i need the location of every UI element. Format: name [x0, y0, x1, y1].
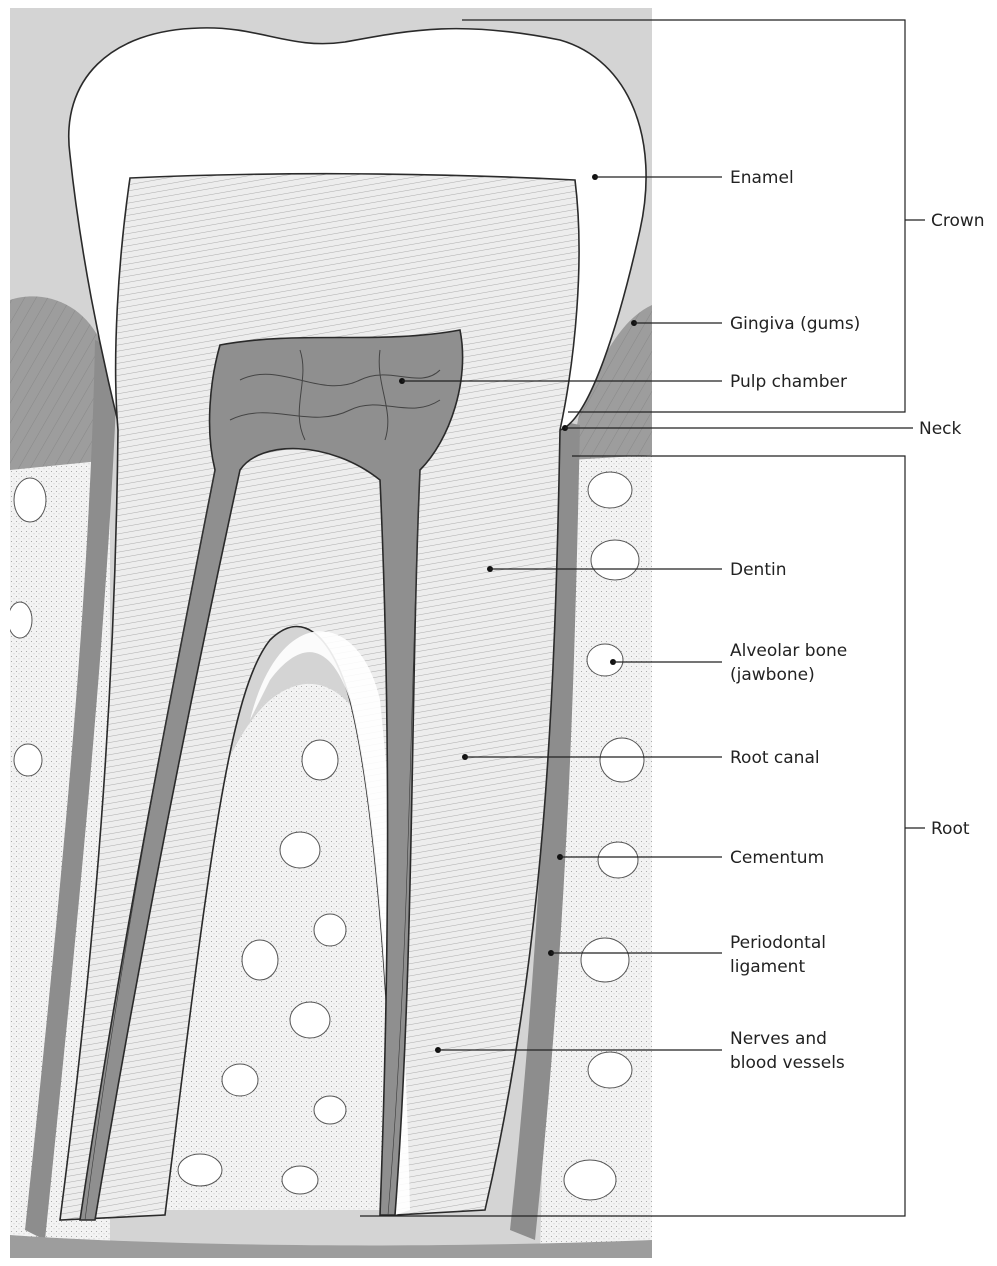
label-alveolar-bone-sub: (jawbone) [730, 665, 815, 685]
label-gingiva: Gingiva (gums) [730, 314, 860, 334]
label-cementum: Cementum [730, 848, 824, 868]
label-alveolar-bone: Alveolar bone [730, 641, 847, 661]
label-periodontal-sub: ligament [730, 957, 805, 977]
label-periodontal: Periodontal [730, 933, 826, 953]
bracket-label-root: Root [931, 819, 970, 839]
label-root-canal: Root canal [730, 748, 820, 768]
label-nerves: Nerves and [730, 1029, 827, 1049]
bracket-label-neck: Neck [919, 419, 962, 439]
labels: Enamel Gingiva (gums) Pulp chamber Denti… [730, 168, 985, 1073]
bracket-label-crown: Crown [931, 211, 985, 231]
label-enamel: Enamel [730, 168, 794, 188]
label-dentin: Dentin [730, 560, 787, 580]
label-pulp-chamber: Pulp chamber [730, 372, 847, 392]
label-nerves-sub: blood vessels [730, 1053, 845, 1073]
illustration-panel [8, 8, 652, 1258]
